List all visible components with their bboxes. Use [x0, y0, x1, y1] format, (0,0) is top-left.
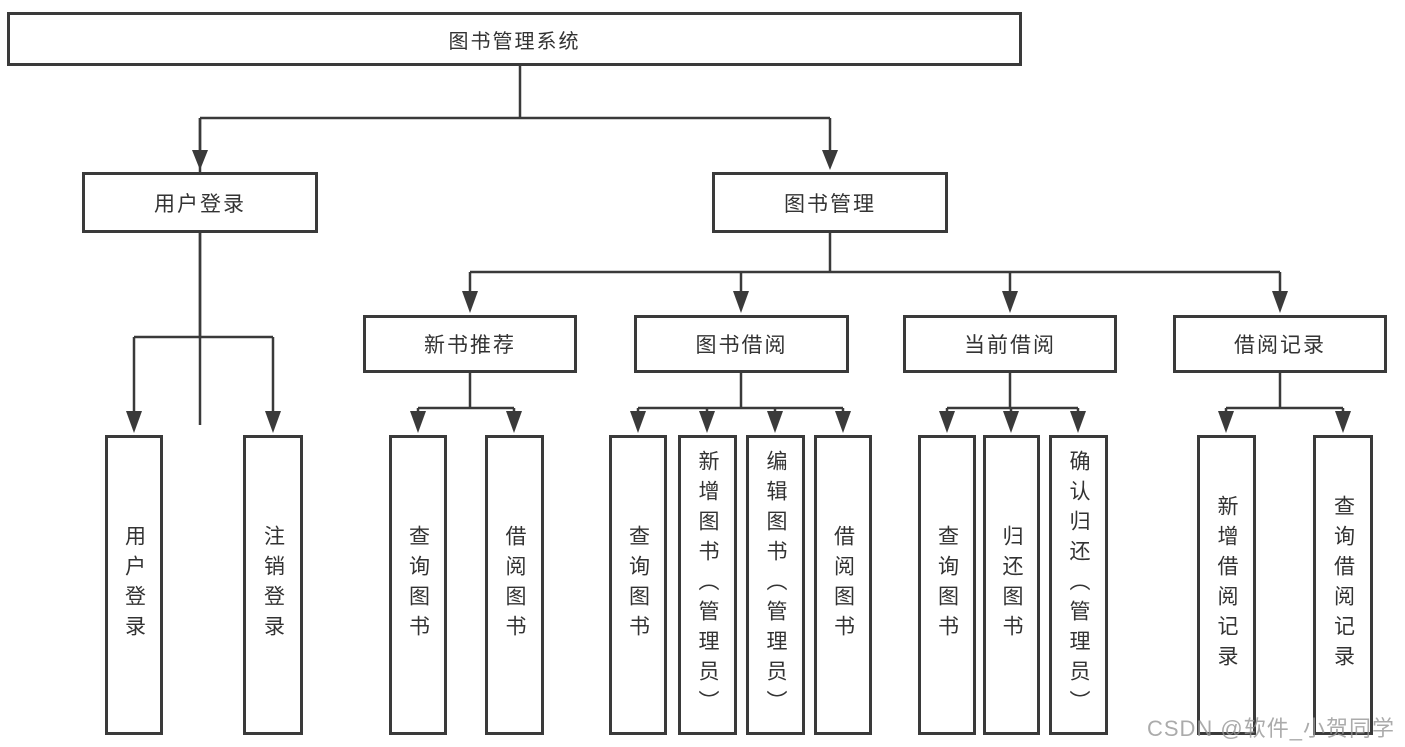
node-module-book-borrow-label: 图书借阅	[695, 334, 788, 357]
connector-new-books-to-leaves	[410, 373, 522, 433]
node-leaf-logout: 注销登录	[243, 435, 303, 735]
node-leaf-cb-query-books: 查询图书	[918, 435, 976, 735]
node-branch-book-mgmt-label: 图书管理	[784, 192, 876, 216]
node-module-current-borrow: 当前借阅	[903, 315, 1117, 373]
node-module-borrow-records: 借阅记录	[1173, 315, 1387, 373]
node-leaf-br-add-record-label: 新增借阅记录	[1215, 495, 1238, 675]
csdn-watermark: CSDN @软件_小贺同学	[1146, 716, 1395, 741]
node-leaf-nb-borrow-books: 借阅图书	[485, 435, 544, 735]
node-leaf-br-query-record: 查询借阅记录	[1313, 435, 1373, 735]
connector-book-mgmt-to-modules	[462, 233, 1288, 313]
node-leaf-bb-query-books-label: 查询图书	[626, 525, 650, 645]
node-root-system: 图书管理系统	[7, 12, 1022, 66]
node-leaf-cb-confirm-return-admin-label: 确认归还（管理员）	[1067, 450, 1090, 720]
node-leaf-cb-return-books: 归还图书	[983, 435, 1040, 735]
node-leaf-bb-add-books-admin: 新增图书（管理员）	[678, 435, 737, 735]
node-leaf-nb-borrow-books-label: 借阅图书	[503, 525, 526, 645]
node-leaf-nb-query-books: 查询图书	[389, 435, 447, 735]
node-branch-user-login: 用户登录	[82, 172, 318, 233]
node-leaf-bb-edit-books-admin-label: 编辑图书（管理员）	[764, 450, 787, 720]
node-leaf-br-add-record: 新增借阅记录	[1197, 435, 1256, 735]
node-module-book-borrow: 图书借阅	[634, 315, 849, 373]
node-leaf-user-login-label: 用户登录	[122, 525, 146, 645]
node-leaf-bb-borrow-books: 借阅图书	[814, 435, 872, 735]
node-leaf-nb-query-books-label: 查询图书	[406, 525, 430, 645]
node-module-borrow-records-label: 借阅记录	[1234, 334, 1326, 357]
node-leaf-bb-add-books-admin-label: 新增图书（管理员）	[696, 450, 719, 720]
node-module-new-books: 新书推荐	[363, 315, 577, 373]
node-leaf-bb-query-books: 查询图书	[609, 435, 667, 735]
connector-user-login-to-leaves	[126, 233, 281, 433]
connector-borrow-records-to-leaves	[1218, 373, 1351, 433]
connector-book-borrow-to-leaves	[630, 373, 851, 433]
node-leaf-bb-edit-books-admin: 编辑图书（管理员）	[746, 435, 805, 735]
node-leaf-user-login: 用户登录	[105, 435, 163, 735]
node-leaf-cb-return-books-label: 归还图书	[1000, 525, 1023, 645]
node-leaf-cb-query-books-label: 查询图书	[935, 525, 959, 645]
node-module-new-books-label: 新书推荐	[424, 334, 516, 357]
connector-root-to-branches	[192, 66, 838, 425]
node-leaf-logout-label: 注销登录	[261, 525, 285, 645]
node-root-system-label: 图书管理系统	[448, 30, 581, 53]
node-leaf-bb-borrow-books-label: 借阅图书	[831, 525, 855, 645]
node-branch-book-mgmt: 图书管理	[712, 172, 948, 233]
connector-current-borrow-to-leaves	[939, 373, 1086, 433]
node-branch-user-login-label: 用户登录	[154, 192, 246, 216]
node-leaf-br-query-record-label: 查询借阅记录	[1331, 495, 1355, 675]
node-module-current-borrow-label: 当前借阅	[964, 334, 1056, 357]
node-leaf-cb-confirm-return-admin: 确认归还（管理员）	[1049, 435, 1108, 735]
